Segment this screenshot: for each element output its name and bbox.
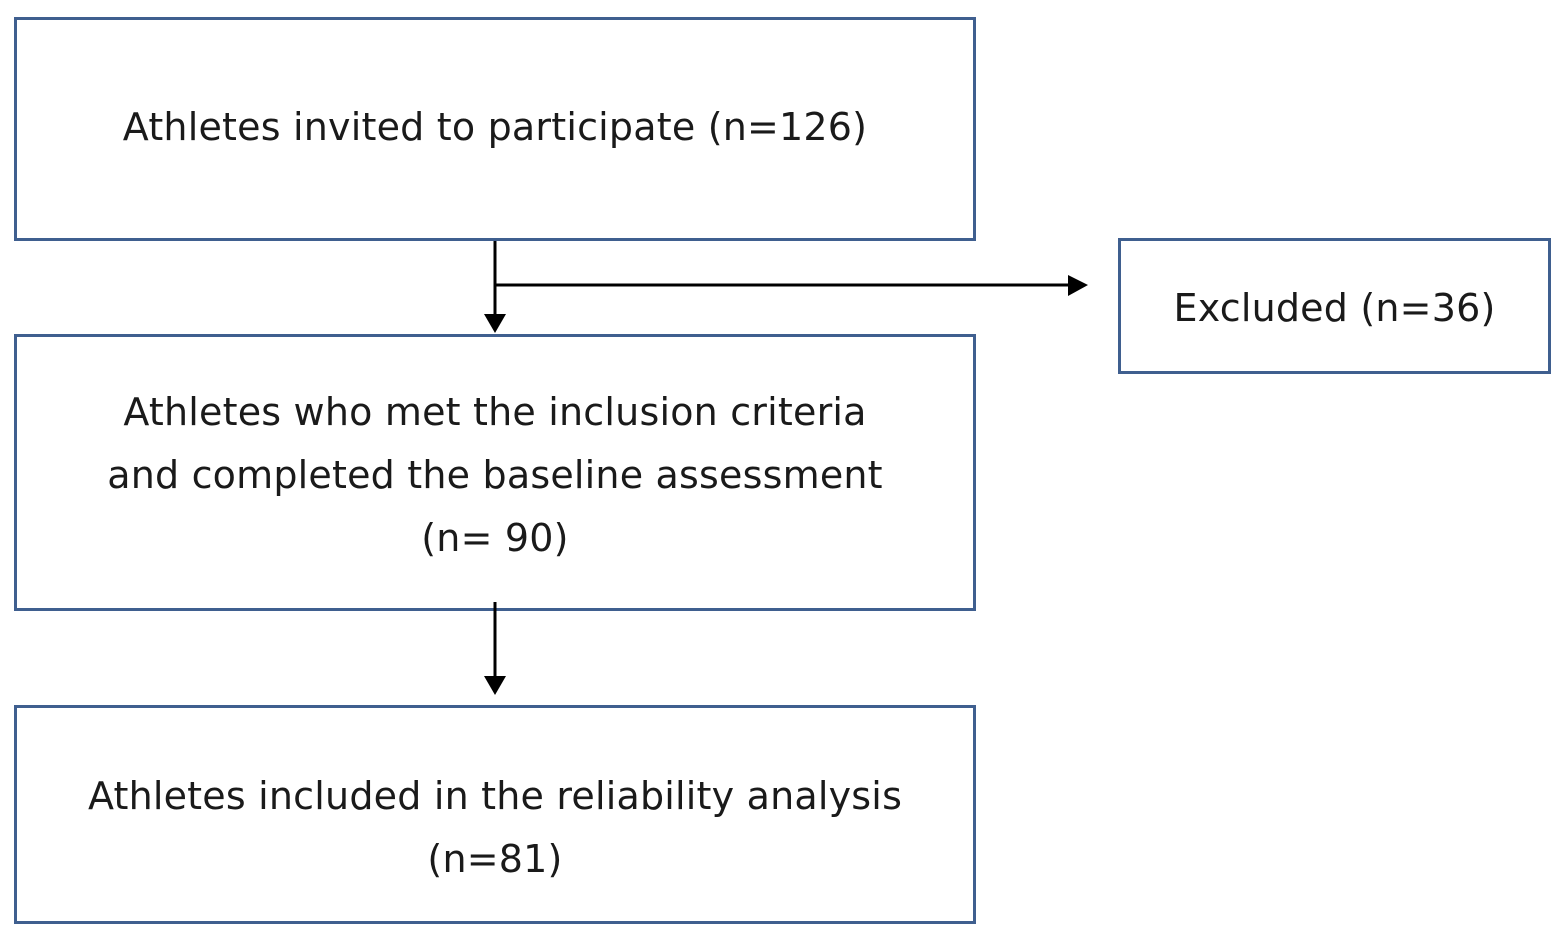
reliability-analysis-label: Athletes included in the reliability ana… [87,773,903,881]
invited-box: Athletes invited to participate (n=126) [14,17,976,241]
arrow-met-to-included-head [484,676,506,695]
excluded-box: Excluded (n=36) [1118,238,1551,374]
inclusion-criteria-box: Athletes who met the inclusion criteria … [14,334,976,611]
excluded-label: Excluded (n=36) [1173,285,1496,330]
invited-label: Athletes invited to participate (n=126) [122,104,868,149]
reliability-analysis-box: Athletes included in the reliability ana… [14,705,976,924]
arrow-to-excluded-head [1068,275,1088,296]
inclusion-criteria-label: Athletes who met the inclusion criteria … [107,390,883,560]
arrow-invited-to-met-head [484,314,506,333]
